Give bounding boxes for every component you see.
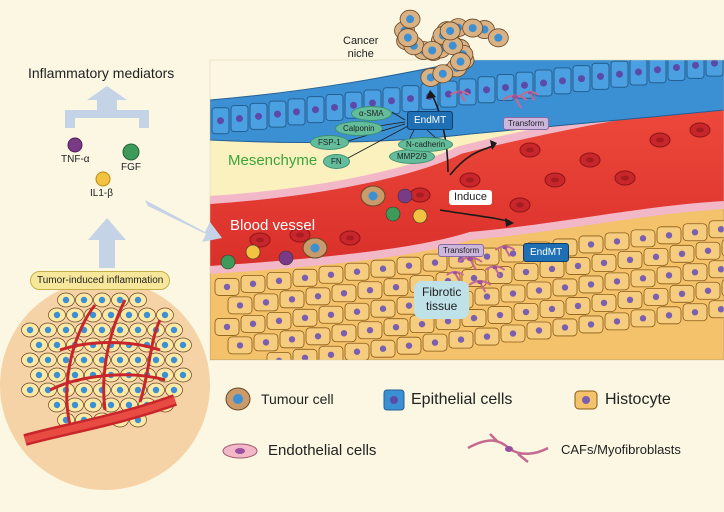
legend-icons [222,387,598,463]
tumor-vessel-branches [49,299,166,426]
mesenchyme-label: Mesenchyme [228,152,318,169]
endothelium-lower [210,201,724,274]
tumor-inflammation-label: Tumor-induced inflammation [30,271,171,290]
tnf-ball [67,137,83,153]
fgf-ball [122,143,140,161]
marker-asma: α-SMA [351,106,392,121]
legend-endothelial-cells: Endothelial cells [268,442,377,459]
epithelial-cells [211,60,724,135]
endmt-bottom-badge: EndMT [523,243,570,262]
mediators-title: Inflammatory mediators [28,65,175,81]
legend-tumour-cell: Tumour cell [261,391,334,407]
transform-top-label: Transform [503,117,550,130]
induce-label: Induce [449,190,493,205]
cancer-niche-label: Cancer niche [343,35,379,61]
legend-cafs: CAFs/Myofibroblasts [561,442,681,457]
marker-fn: FN [323,154,350,169]
endmt-top-badge: EndMT [407,111,454,130]
transform-bottom-label: Transform [438,244,485,257]
il1-ball [95,171,111,187]
mediator-tnf-label: TNF-α [61,154,90,165]
caf-cells [446,90,539,293]
marker-ncadherin: N-cadherin [398,137,454,152]
marker-calponin: Calponin [335,121,383,136]
marker-fsp1: FSP-1 [310,135,349,150]
red-blood-cells [249,122,711,248]
left-arrows [65,86,222,268]
mediator-il1-label: IL1-β [90,188,113,199]
blood-vessel-label: Blood vessel [230,217,316,234]
legend-histocyte: Histocyte [605,391,671,408]
mediator-balls [220,185,428,270]
fibrotic-tissue-label: Fibrotic tissue [414,281,470,319]
histocyte-cells [214,220,724,360]
mediator-fgf-label: FGF [121,162,141,173]
legend-epithelial-cells: Epithelial cells [411,391,513,408]
cancer-niche-cluster [394,9,509,87]
